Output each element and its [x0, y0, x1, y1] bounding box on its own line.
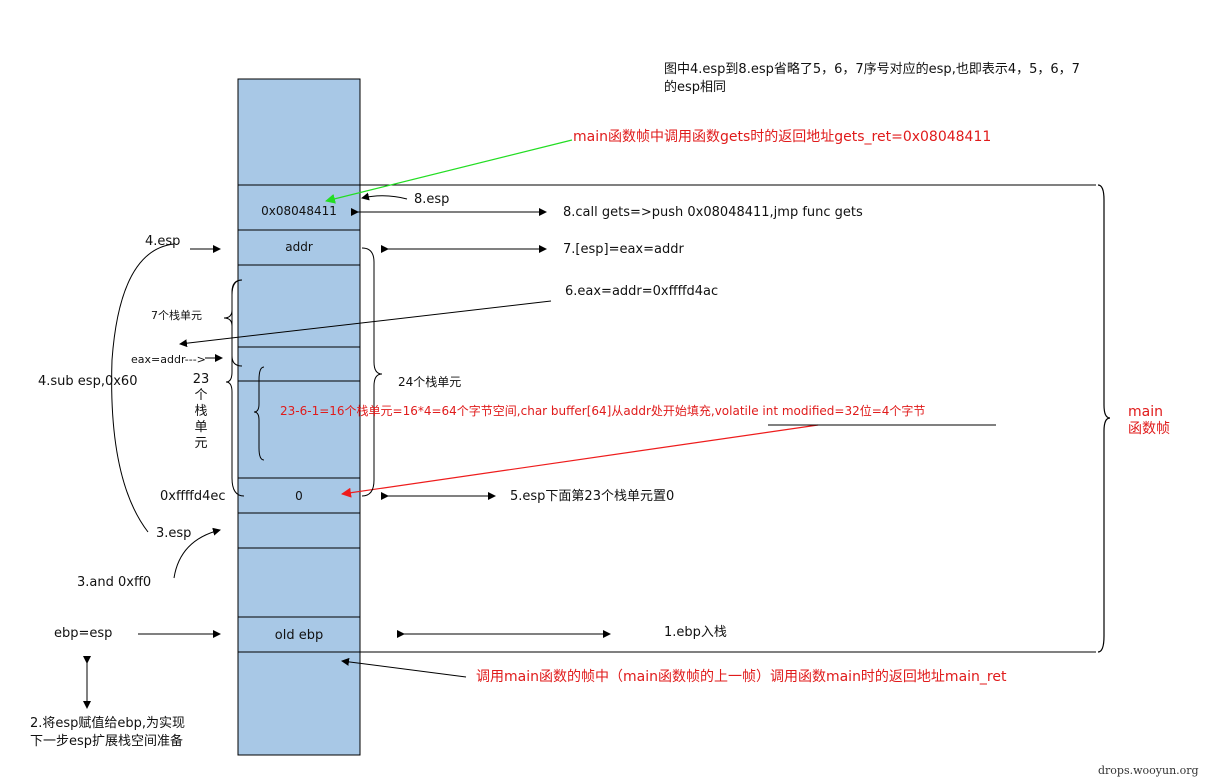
red-arrow: [341, 424, 819, 498]
esp3-label: 3.esp: [156, 526, 192, 541]
sub-esp-curve: [111, 243, 175, 533]
main-ret-arrow: [341, 657, 467, 678]
green-arrow: [325, 139, 573, 204]
step5-label: 5.esp下面第23个栈单元置0: [510, 489, 675, 504]
step8-label: 8.call gets=>push 0x08048411,jmp func ge…: [563, 205, 863, 220]
units24-brace: [361, 247, 383, 497]
step6-label: 6.eax=addr=0xffffd4ac: [565, 284, 719, 299]
units23-vertical-label: 23 个 栈 单 元: [192, 372, 210, 452]
sub-esp-label: 4.sub esp,0x60: [38, 374, 138, 389]
units16-brace: [253, 366, 265, 461]
step2-line1: 2.将esp赋值给ebp,为实现: [30, 716, 186, 731]
top-note-line1: 图中4.esp到8.esp省略了5，6，7序号对应的esp,也即表示4，5，6，…: [664, 62, 1080, 77]
cell-zero: 0: [295, 489, 303, 503]
cell-old-ebp: old ebp: [274, 628, 324, 643]
units23-char: 元: [194, 436, 208, 451]
cell-addr: addr: [285, 240, 313, 254]
ebp-esp-label: ebp=esp: [54, 626, 113, 641]
main-frame-label-1: main: [1128, 404, 1163, 420]
buffer-note: 23-6-1=16个栈单元=16*4=64个字节空间,char buffer[6…: [280, 404, 926, 418]
esp3-arrow: [173, 527, 221, 579]
esp8-label: 8.esp: [414, 192, 450, 207]
step2-line2: 下一步esp扩展栈空间准备: [30, 734, 184, 749]
units23-char: 单: [194, 420, 208, 435]
main-frame-label-2: 函数帧: [1128, 421, 1170, 437]
units23-char: 个: [194, 388, 208, 403]
gets-ret-note: main函数帧中调用函数gets时的返回地址gets_ret=0x0804841…: [573, 129, 992, 145]
watermark: drops.wooyun.org: [1098, 764, 1199, 777]
units23-brace: [225, 279, 245, 497]
top-note-line2: 的esp相同: [664, 80, 727, 95]
main-ret-note: 调用main函数的帧中（main函数帧的上一帧）调用函数main时的返回地址ma…: [476, 669, 1007, 685]
eax-addr-label: eax=addr--->: [131, 353, 206, 366]
step1-label: 1.ebp入栈: [664, 625, 727, 640]
and-ff0-label: 3.and 0xff0: [77, 575, 152, 590]
eax-arrow: [179, 300, 552, 348]
units24-label: 24个栈单元: [398, 375, 462, 389]
stack-cell-dividers: [238, 184, 360, 653]
step7-label: 7.[esp]=eax=addr: [563, 242, 684, 257]
esp8-arrow: [361, 192, 408, 201]
addr-ffff-label: 0xffffd4ec: [160, 489, 226, 504]
seven-units-label: 7个栈单元: [151, 309, 202, 322]
units23-char: 23: [192, 372, 210, 387]
units23-char: 栈: [194, 404, 208, 419]
main-frame-brace: [1097, 184, 1111, 653]
cell-gets-ret: 0x08048411: [261, 204, 337, 218]
esp4-label: 4.esp: [145, 234, 181, 249]
